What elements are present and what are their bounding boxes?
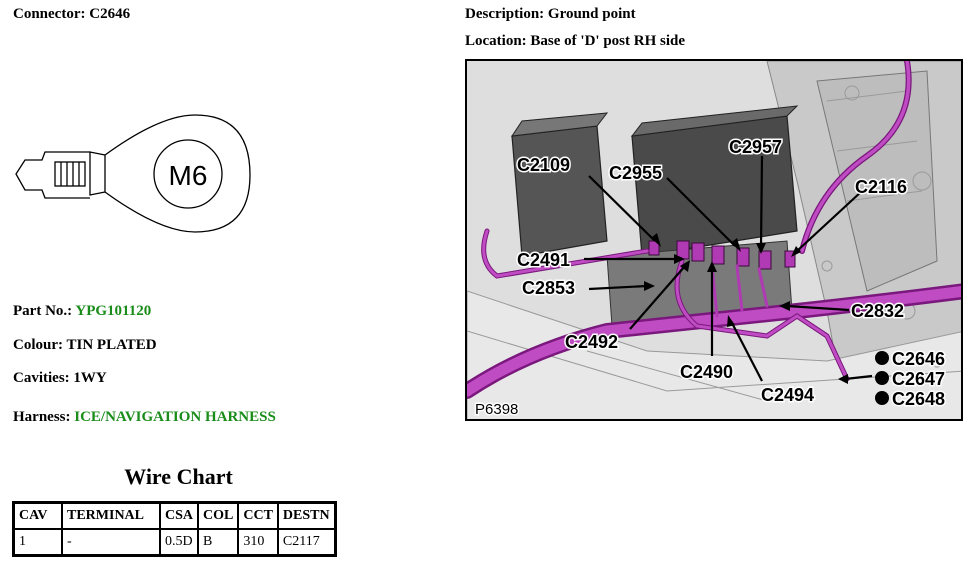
description-label: Description: (465, 6, 545, 22)
callout-c2648: C2648 (892, 389, 945, 409)
bullet-c2648 (875, 391, 889, 405)
callout-c2646: C2646 (892, 349, 945, 369)
callout-c2853: C2853 (522, 278, 575, 298)
location-photo: C2109 C2955 C2957 C2116 C2491 C2853 C283… (465, 59, 963, 421)
cavities-line: Cavities: 1WY (13, 370, 107, 387)
wire-chart-title: Wire Chart (124, 464, 233, 489)
photo-reference: P6398 (475, 401, 518, 418)
header-cav: CAV (12, 501, 63, 530)
cell-destn: C2117 (276, 528, 337, 557)
harness-link[interactable]: ICE/NAVIGATION HARNESS (74, 409, 276, 425)
callout-c2116: C2116 (855, 177, 907, 197)
part-number-line: Part No.: YPG101120 (13, 303, 151, 320)
location-line: Location: Base of 'D' post RH side (465, 33, 685, 50)
cell-cav: 1 (12, 528, 63, 557)
header-cct: CCT (237, 501, 279, 530)
callout-c2492: C2492 (565, 332, 618, 352)
cavities-label: Cavities: (13, 370, 70, 386)
colour-label: Colour: (13, 337, 63, 353)
header-terminal: TERMINAL (61, 501, 161, 530)
callout-c2490: C2490 (680, 362, 733, 382)
location-illustration: C2109 C2955 C2957 C2116 C2491 C2853 C283… (467, 61, 961, 419)
cell-cct: 310 (237, 528, 279, 557)
connector-value: C2646 (89, 6, 131, 22)
wire-chart-table: CAV TERMINAL CSA COL CCT DESTN 1 - 0.5D … (12, 501, 337, 557)
table-row: 1 - 0.5D B 310 C2117 (12, 528, 337, 557)
part-number-label: Part No.: (13, 303, 73, 319)
table-header-row: CAV TERMINAL CSA COL CCT DESTN (12, 501, 337, 530)
stud-size-label: M6 (169, 160, 208, 191)
cavities-value: 1WY (73, 370, 107, 386)
callout-c2955: C2955 (609, 163, 662, 183)
bullet-c2647 (875, 371, 889, 385)
description-line: Description: Ground point (465, 6, 636, 23)
cell-csa: 0.5D (158, 528, 200, 557)
header-col: COL (197, 501, 240, 530)
part-number-link[interactable]: YPG101120 (75, 303, 152, 319)
colour-value: TIN PLATED (66, 337, 157, 353)
header-csa: CSA (158, 501, 200, 530)
connector-line: Connector: C2646 (13, 6, 130, 23)
callout-c2494: C2494 (761, 385, 814, 405)
connector-label: Connector: (13, 6, 86, 22)
header-destn: DESTN (276, 501, 337, 530)
cell-col: B (197, 528, 240, 557)
harness-line: Harness: ICE/NAVIGATION HARNESS (13, 409, 276, 426)
bullet-c2646 (875, 351, 889, 365)
colour-line: Colour: TIN PLATED (13, 337, 157, 354)
ring-terminal-drawing: M6 (15, 114, 251, 233)
callout-c2647: C2647 (892, 369, 945, 389)
cell-terminal: - (61, 528, 161, 557)
callout-c2957: C2957 (729, 137, 782, 157)
description-value: Ground point (547, 6, 636, 22)
location-value: Base of 'D' post RH side (530, 33, 686, 49)
callout-c2832: C2832 (851, 301, 904, 321)
callout-c2109: C2109 (517, 155, 570, 175)
callout-c2491: C2491 (517, 250, 570, 270)
location-label: Location: (465, 33, 527, 49)
harness-label: Harness: (13, 409, 71, 425)
